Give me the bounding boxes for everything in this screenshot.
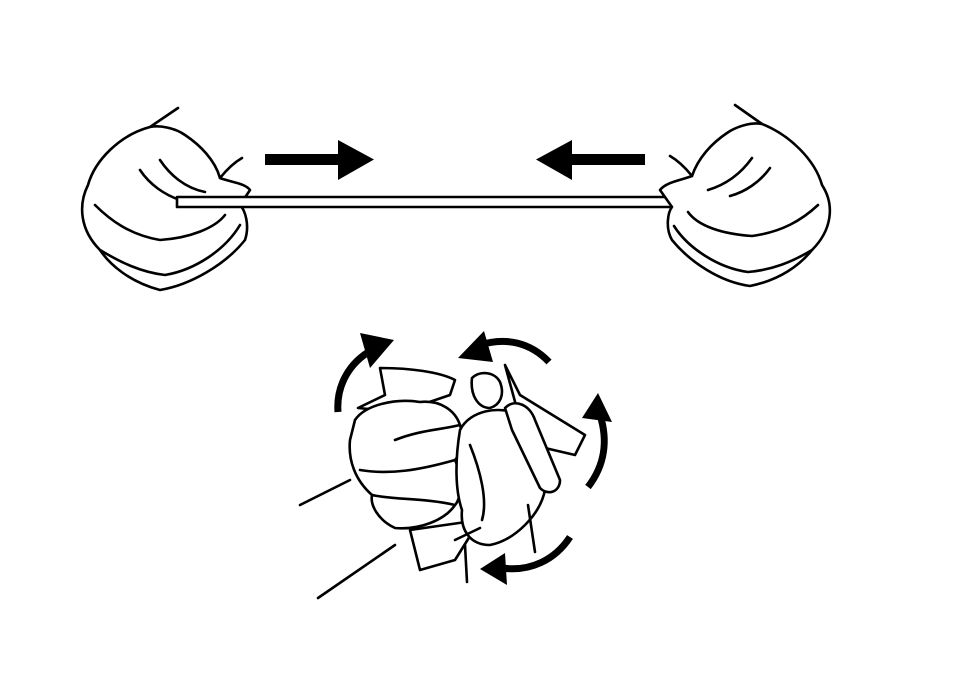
rotate-arrow-icon	[582, 393, 612, 490]
crumple-panel	[298, 331, 612, 600]
arrow-left-icon	[536, 140, 645, 180]
hand-right-icon	[658, 103, 832, 288]
rotate-arrow-icon	[480, 535, 573, 585]
arrow-right-icon	[265, 140, 374, 180]
paper-strip-icon	[175, 195, 735, 209]
hand-left-icon	[80, 106, 252, 292]
rotate-arrow-icon	[334, 333, 394, 413]
push-panel	[80, 103, 832, 292]
rotate-arrow-icon	[458, 331, 552, 365]
hands-crumpling-icon	[298, 363, 587, 600]
